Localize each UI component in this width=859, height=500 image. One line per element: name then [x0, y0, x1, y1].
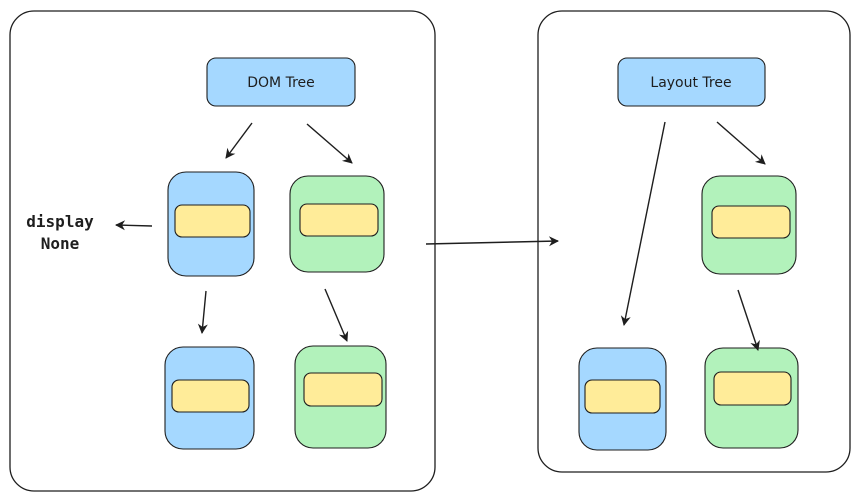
- arrow-layout-to-green: [716, 121, 766, 165]
- layout-tree-panel: Layout Tree: [537, 10, 851, 473]
- arrow-dom-to-layout: [425, 236, 559, 247]
- layout-tree-title: Layout Tree: [650, 75, 731, 91]
- display-none-line2: None: [41, 234, 80, 253]
- layout-node-green-top: [701, 175, 797, 275]
- dom-tree-title: DOM Tree: [247, 75, 315, 91]
- arrow-blue-to-blue: [197, 290, 208, 334]
- dom-node-green-top: [289, 175, 385, 273]
- layout-tree-title-box: Layout Tree: [617, 57, 766, 107]
- dom-tree-title-box: DOM Tree: [206, 57, 356, 107]
- arrow-green-to-green-layout: [737, 289, 760, 351]
- dom-tree-panel: DOM Tree display None: [9, 10, 436, 492]
- arrow-dom-to-green: [306, 123, 353, 164]
- dom-node-green-bottom: [294, 345, 387, 449]
- layout-node-green-bottom: [704, 347, 799, 449]
- arrow-green-to-green: [324, 288, 349, 342]
- dom-panel-frame: [9, 10, 436, 492]
- layout-node-blue-bottom: [578, 347, 667, 451]
- dom-node-blue-bottom: [164, 346, 255, 450]
- arrow-dom-to-blue: [225, 122, 253, 159]
- layout-panel-frame: [537, 10, 851, 473]
- display-none-line1: display: [26, 212, 94, 231]
- arrow-layout-to-blue: [620, 121, 666, 326]
- dom-node-blue-top: [167, 171, 255, 277]
- arrow-to-display-none: [115, 220, 153, 231]
